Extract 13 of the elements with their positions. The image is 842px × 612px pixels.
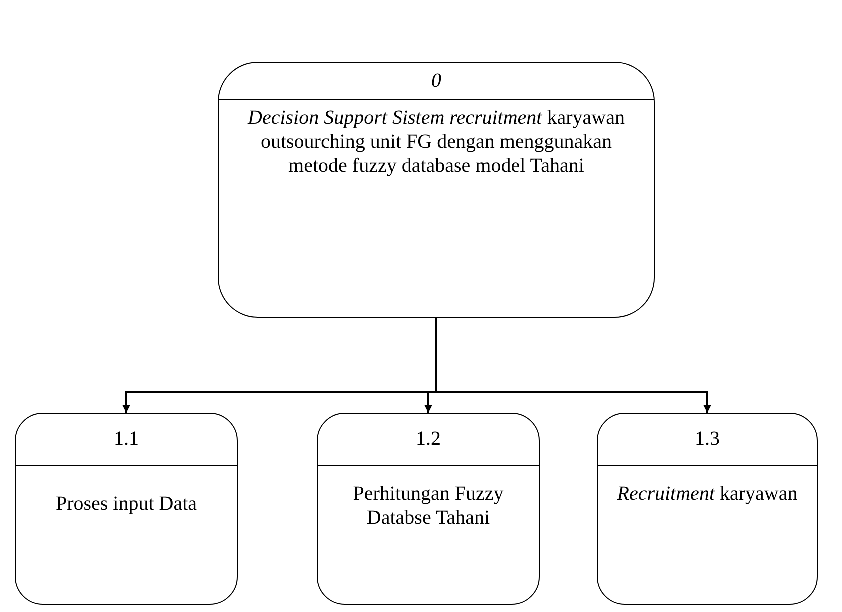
process-box xyxy=(317,413,540,605)
process-number: 0 xyxy=(432,70,442,92)
process-number: 1.1 xyxy=(114,428,139,451)
process-label: Proses input Data xyxy=(56,492,198,516)
arrow xyxy=(436,318,712,413)
process-label: Decision Support Sistem recruitment karyawan outsourching unit FG dengan menggunakan metode fuzzy database model Tahani xyxy=(246,106,626,178)
process-number: 1.2 xyxy=(416,428,441,451)
process-box xyxy=(218,62,655,318)
process-box xyxy=(597,413,818,605)
process-label: Recruitment karyawan xyxy=(617,482,798,506)
process-label: Perhitungan Fuzzy Databse Tahani xyxy=(352,482,505,530)
process-number: 1.3 xyxy=(695,428,720,451)
process-box xyxy=(15,413,238,605)
